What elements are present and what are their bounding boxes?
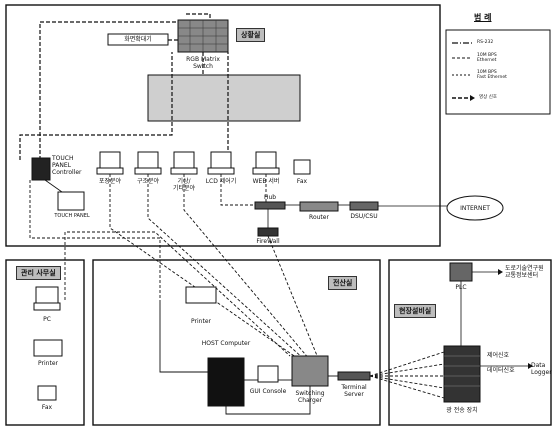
label-ws-web: WEB 서버: [252, 178, 280, 185]
label-fax-office: Fax: [41, 404, 53, 411]
office-printer: [33, 339, 63, 357]
room-label-office: 관리 사무실: [16, 266, 61, 280]
label-switching: Switching Charger: [295, 390, 325, 404]
room-label-control: 상황실: [236, 28, 266, 42]
label-plc: PLC: [455, 284, 467, 291]
label-monitor-enlarger: 화면확대기: [124, 36, 152, 43]
gui-console: [257, 365, 279, 383]
field-room-frame: [388, 259, 552, 426]
label-touch-panel: TOUCH PANEL: [54, 213, 90, 219]
legend-item-video: 영상 신호: [479, 95, 497, 100]
room-label-equipment: 전산실: [328, 276, 358, 290]
net-line-touch: [29, 180, 161, 300]
label-touch-controller: TOUCH PANEL Controller: [52, 155, 82, 176]
office-fax: [37, 385, 57, 401]
label-optical-equipment: 광 전송 장치: [446, 407, 478, 414]
switching-charger: [291, 355, 329, 387]
net-line-struct: [147, 174, 306, 361]
legend-frame: [445, 29, 551, 115]
office-frame: [5, 259, 85, 426]
office-pc: [35, 286, 59, 304]
label-firewall: FireWall: [256, 238, 280, 245]
equipment-room-frame: [92, 259, 381, 426]
legend-title: 범 례: [474, 13, 492, 22]
label-gui: GUI Console: [249, 388, 287, 395]
label-pc: PC: [43, 316, 51, 323]
touch-panel-device: [57, 191, 85, 211]
hub: [254, 201, 286, 210]
video-line-touch: [39, 21, 178, 160]
label-ws-lcd: LCD 제어기: [205, 178, 237, 185]
label-internet: INTERNET: [460, 205, 490, 212]
label-router: Router: [309, 214, 329, 221]
label-research: 도로기술연구원 교통정보센터: [505, 265, 544, 279]
dsu-csu: [349, 201, 379, 211]
label-fax-top: Fax: [296, 178, 308, 185]
legend-item-ethernet: 10M BPS Ethernet: [477, 53, 497, 63]
net-line-lcd: [220, 174, 255, 206]
net-line-weather: [183, 174, 311, 361]
workstations: [96, 151, 311, 175]
label-data-logger: Data Logger: [531, 362, 552, 376]
label-printer-eq: Printer: [191, 318, 211, 325]
label-host: HOST Computer: [201, 340, 251, 347]
net-line-office: [64, 231, 291, 357]
label-rgb-switch: RGB Matrix Switch: [186, 56, 220, 70]
equipment-printer: [185, 286, 217, 304]
label-data-signal: 데이터신호: [487, 367, 515, 374]
display-wall: [147, 74, 301, 122]
legend-item-rs232: RS-232: [477, 40, 494, 45]
label-ws-pave: 포장분야: [98, 178, 122, 185]
legend-item-fast-ethernet: 10M BPS Fast Ethernet: [477, 70, 507, 80]
room-label-field: 현장설비실: [394, 304, 437, 318]
label-hub: Hub: [263, 194, 277, 201]
terminal-server: [337, 371, 371, 381]
label-ws-struct: 구조분야: [136, 178, 160, 185]
video-line-top: [186, 13, 211, 20]
label-printer-office: Printer: [38, 360, 58, 367]
label-control-signal: 제어신호: [487, 352, 510, 359]
line-host: [159, 300, 208, 373]
control-room-frame: [5, 4, 441, 247]
video-line-controller: [19, 52, 173, 160]
optical-transmission: [443, 345, 481, 403]
net-line-pave: [109, 174, 301, 361]
label-dsu: DSU/CSU: [350, 213, 378, 220]
plc: [449, 262, 473, 282]
legend-video-arrow: [470, 95, 475, 101]
router: [299, 201, 339, 212]
label-ws-weather: 기상/ 기타분야: [172, 178, 196, 192]
firewall: [257, 227, 279, 237]
label-terminal: Terminal Server: [341, 384, 367, 398]
host-computer: [207, 357, 245, 407]
internet-cloud: [446, 195, 504, 221]
touch-controller: [31, 157, 51, 181]
net-line-firewall: [267, 235, 319, 359]
